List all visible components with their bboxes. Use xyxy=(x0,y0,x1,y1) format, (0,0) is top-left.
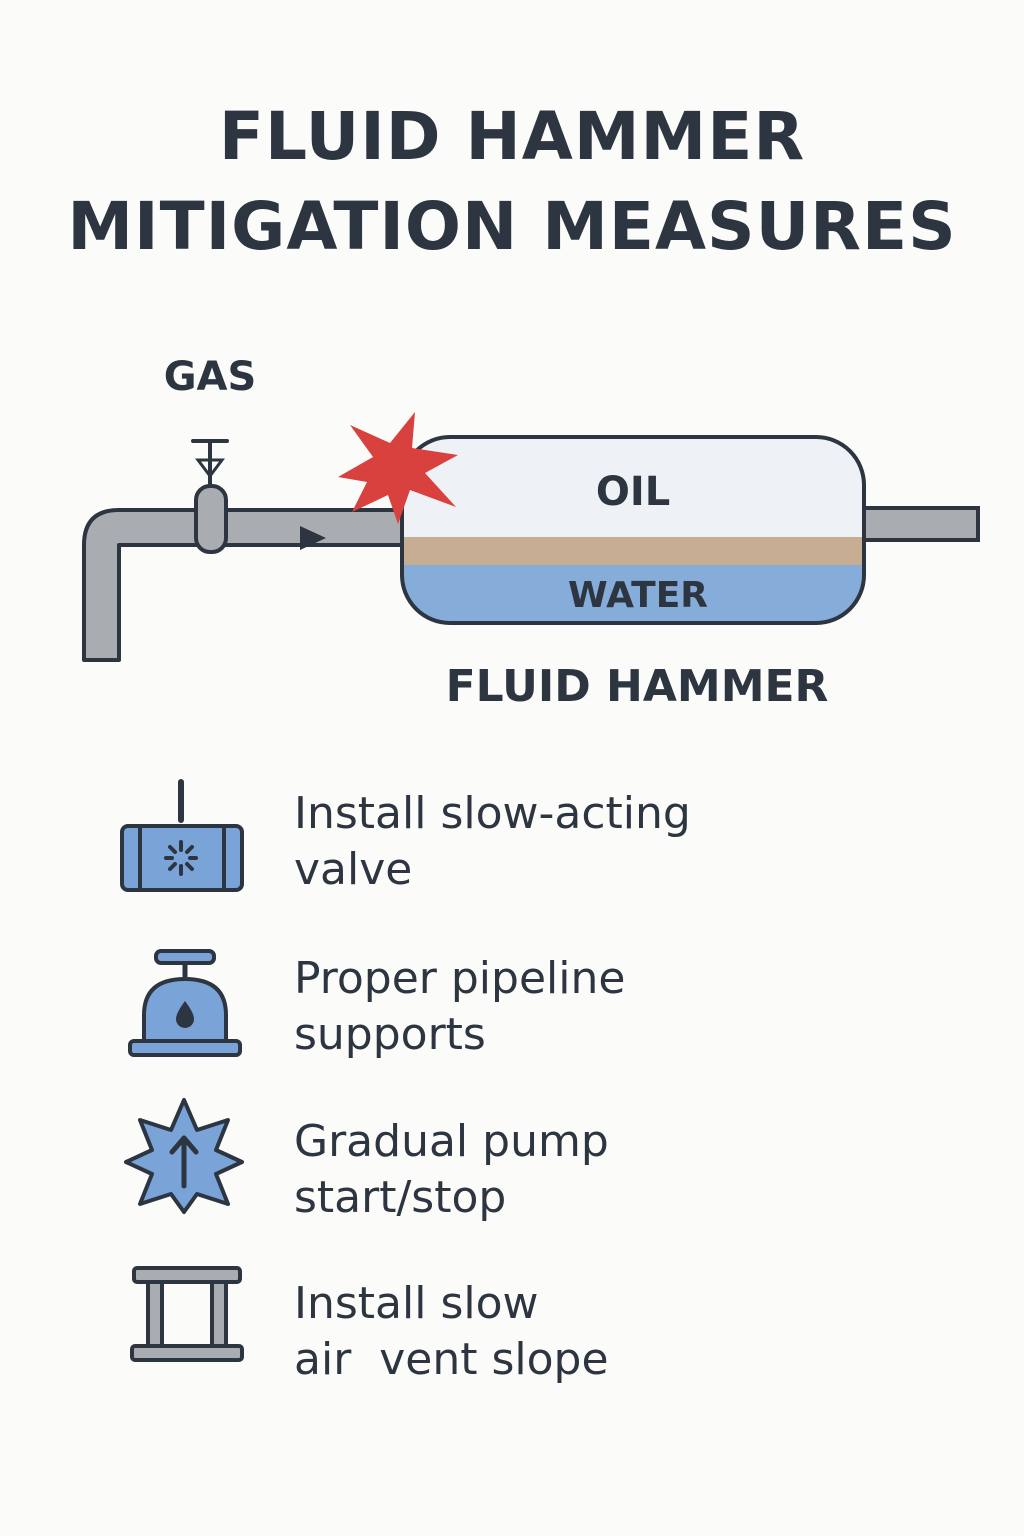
measure-label-line: Proper pipeline xyxy=(294,953,626,1004)
measure-item: Install slow-acting valve xyxy=(0,770,1024,900)
page-title-line-1: FLUID HAMMER xyxy=(218,98,806,175)
measure-label: Install slow-acting valve xyxy=(294,786,894,898)
inlet-pipe xyxy=(82,508,412,662)
page-title-line-2: MITIGATION MEASURES xyxy=(67,188,957,265)
measure-label: Proper pipeline supports xyxy=(294,951,894,1063)
measure-label-line: valve xyxy=(294,844,413,895)
gas-label: GAS xyxy=(164,354,257,400)
measure-label-line: air vent slope xyxy=(294,1334,609,1385)
slow-acting-valve-icon xyxy=(110,770,250,900)
oil-label: OIL xyxy=(596,469,670,515)
measure-item: Proper pipeline supports xyxy=(0,935,1024,1065)
gas-valve-icon xyxy=(191,439,229,554)
measure-label-line: Install slow-acting xyxy=(294,788,691,839)
measure-label-line: start/stop xyxy=(294,1172,507,1223)
measure-label-line: Gradual pump xyxy=(294,1116,609,1167)
support-frame-icon xyxy=(110,1260,250,1390)
measure-label-line: Install slow xyxy=(294,1278,539,1329)
measure-label: Install slow air vent slope xyxy=(294,1276,894,1388)
measure-label: Gradual pump start/stop xyxy=(294,1114,894,1226)
measure-item: Gradual pump start/stop xyxy=(0,1098,1024,1228)
fluid-hammer-diagram: GAS OIL WATER FLUID HAMMER xyxy=(0,340,1024,720)
measure-label-line: supports xyxy=(294,1009,486,1060)
pipeline-support-icon xyxy=(110,935,250,1065)
outlet-pipe xyxy=(858,506,980,542)
water-label: WATER xyxy=(568,575,708,616)
measure-item: Install slow air vent slope xyxy=(0,1260,1024,1390)
pump-burst-arrow-icon xyxy=(110,1098,250,1228)
flow-arrow xyxy=(300,526,326,550)
diagram-caption: FLUID HAMMER xyxy=(446,661,829,712)
separator-vessel xyxy=(400,435,866,625)
separator-vessel-contents xyxy=(402,437,864,623)
impact-burst-icon xyxy=(338,412,458,524)
